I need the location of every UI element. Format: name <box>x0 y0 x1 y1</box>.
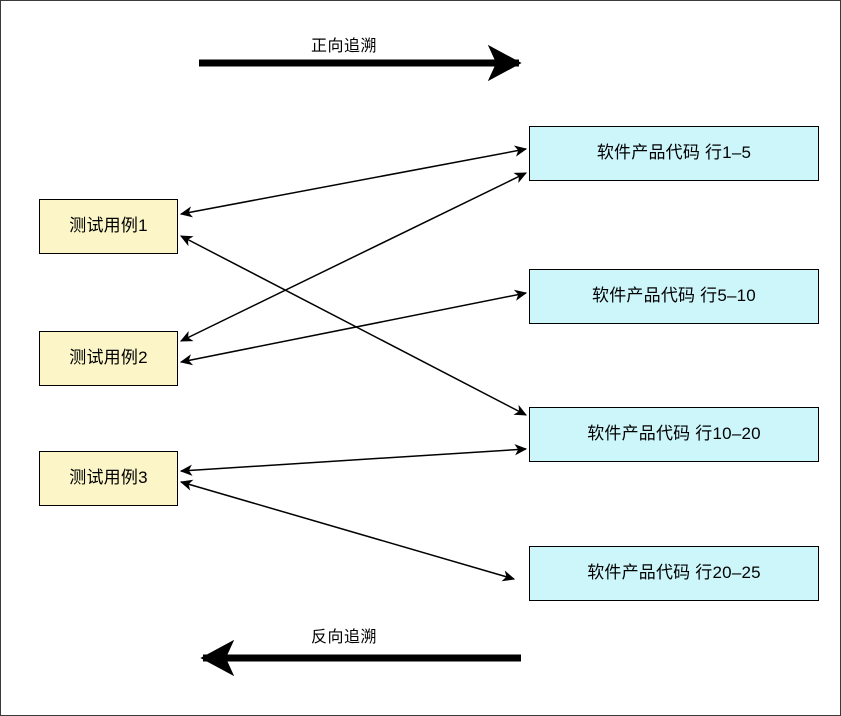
flow-arrows-group <box>199 44 522 677</box>
testcase-node-tc3[interactable]: 测试用例3 <box>39 451 178 506</box>
code-unit-node-code4[interactable]: 软件产品代码 行20–25 <box>529 546 819 601</box>
testcase-node-label: 测试用例1 <box>69 216 148 236</box>
testcase-node-tc1[interactable]: 测试用例1 <box>39 199 178 254</box>
link-tc2-code2 <box>179 289 528 366</box>
code-unit-node-code2[interactable]: 软件产品代码 行5–10 <box>529 269 819 324</box>
code-unit-node-label: 软件产品代码 行20–25 <box>587 563 761 583</box>
forward-trace-arrow-label: 正向追溯 <box>311 38 378 55</box>
link-tc1-code1 <box>179 145 528 218</box>
testcase-node-label: 测试用例3 <box>69 468 148 488</box>
link-tc3-code3 <box>179 444 528 476</box>
link-tc1-code3 <box>180 235 527 416</box>
link-tc2-code1 <box>179 172 528 342</box>
code-unit-node-label: 软件产品代码 行5–10 <box>592 286 756 306</box>
code-unit-node-label: 软件产品代码 行1–5 <box>596 143 752 163</box>
trace-links-group <box>179 145 528 582</box>
backward-trace-arrow-label: 反向追溯 <box>311 629 378 646</box>
testcase-node-label: 测试用例2 <box>69 348 148 368</box>
code-unit-node-code1[interactable]: 软件产品代码 行1–5 <box>529 126 819 181</box>
code-unit-node-code3[interactable]: 软件产品代码 行10–20 <box>529 407 819 462</box>
testcase-node-tc2[interactable]: 测试用例2 <box>39 331 178 386</box>
code-unit-node-label: 软件产品代码 行10–20 <box>587 424 761 444</box>
link-tc3-code4 <box>179 479 516 582</box>
